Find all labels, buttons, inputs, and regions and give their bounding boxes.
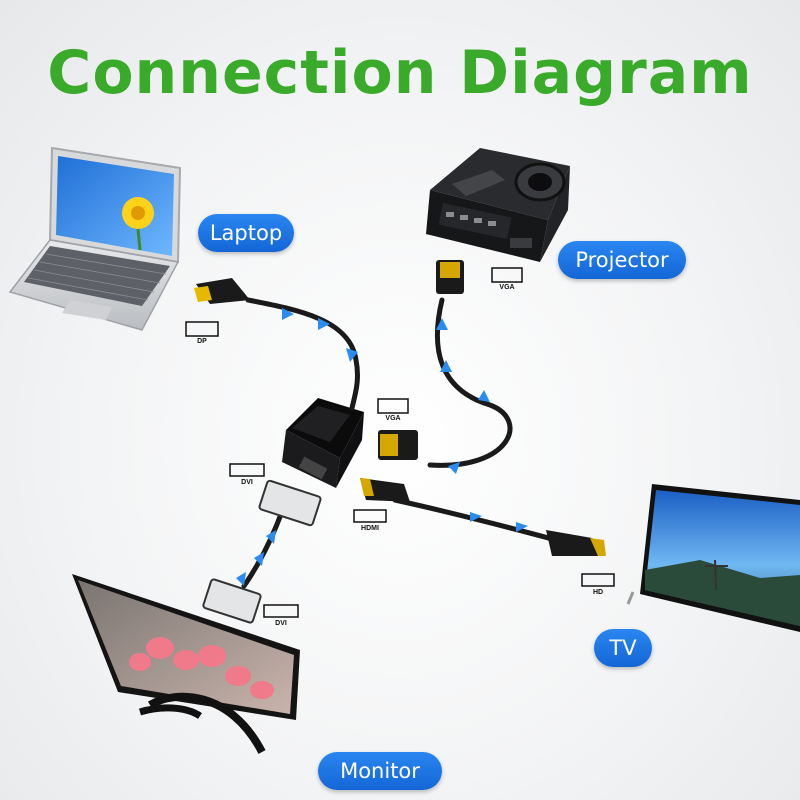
dvi-port-icon [229,463,265,477]
port-label-dp: DP [197,338,207,345]
tv-illustration [626,484,800,632]
diagram-title: Connection Diagram [47,38,753,108]
flow-arrows [236,308,528,586]
device-label-laptop: Laptop [198,214,294,252]
projector-illustration [426,148,570,262]
connectors [194,260,606,624]
port-label-dvi-monitor: DVI [275,620,287,627]
device-label-monitor: Monitor [318,752,442,790]
port-icons [185,267,615,618]
dvi-port-icon [263,604,299,618]
hdmi-port-icon [581,573,615,587]
port-label-vga-adapter: VGA [385,415,401,422]
vga-port-icon [377,398,409,414]
dp-port-icon [185,321,219,337]
laptop-illustration [8,146,182,331]
adapter-hub [282,398,364,488]
vga-port-icon [491,267,523,283]
port-label-dvi-adapter: DVI [241,479,253,486]
monitor-illustration [72,574,300,754]
device-label-projector: Projector [558,241,686,279]
hdmi-port-icon [353,509,387,523]
port-label-hdmi-adapter: HDMI [361,525,379,532]
device-label-tv: TV [594,629,652,667]
port-label-hd-tv: HD [592,589,604,596]
port-label-vga-projector: VGA [499,284,515,291]
